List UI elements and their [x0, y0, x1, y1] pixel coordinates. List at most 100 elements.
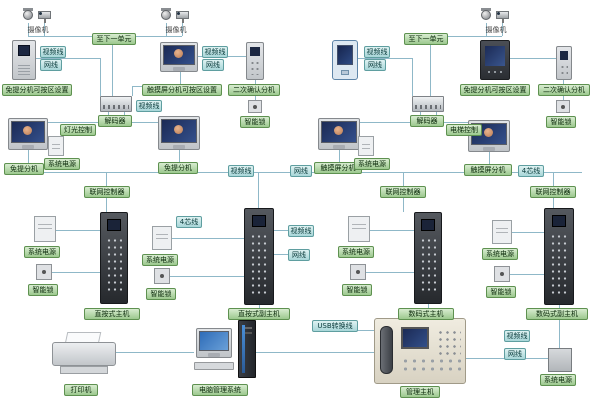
monitor-stand [208, 353, 220, 357]
monitor-stand [333, 145, 345, 149]
video-line-label-2: 视频线 [202, 46, 228, 58]
camera-box-3 [496, 9, 509, 23]
door-station-1 [100, 212, 128, 304]
network-controller-label-1: 联网控制器 [84, 186, 130, 198]
wall-intercom-left [12, 40, 36, 80]
connector-line [274, 230, 288, 231]
monitor-buttons [486, 69, 504, 75]
elevator-control-label: 电梯控制 [446, 124, 482, 136]
camera-lens-icon [497, 12, 500, 15]
extension-screen [560, 51, 568, 60]
monitor-screen [485, 46, 505, 66]
usb-label: USB转换线 [312, 320, 358, 332]
intercom-screen [18, 45, 30, 56]
connector-line [489, 152, 490, 172]
network-controller-label-2: 联网控制器 [380, 186, 426, 198]
power-vents [38, 221, 52, 229]
smart-lock-label-top-right: 智能锁 [546, 116, 576, 128]
keyhole-icon [356, 270, 360, 274]
door-station-label-2: 直按式副主机 [228, 308, 290, 320]
camera-group-label-3: 摄像机 [485, 26, 507, 34]
connector-line [430, 36, 431, 96]
connector-line [403, 196, 404, 212]
hub-ports [415, 105, 441, 109]
monitor-top-left [160, 42, 198, 72]
connector-line [510, 274, 544, 275]
lock-box-2 [154, 268, 170, 284]
speaker-grill-icon [18, 63, 30, 75]
handsfree-monitor-1 [8, 118, 48, 150]
monitor-screen [321, 121, 357, 143]
connector-line [512, 232, 544, 233]
power-vents [352, 221, 366, 229]
door-station-screen [421, 219, 435, 231]
connector-line [436, 122, 468, 123]
power-vents [362, 141, 370, 149]
connector-line [179, 150, 180, 172]
door-station-buttons [420, 237, 436, 293]
connector-line [358, 58, 412, 59]
tower-drive [245, 327, 252, 329]
extension-keypad [560, 64, 568, 75]
dome-camera-icon [161, 10, 171, 20]
connector-line [182, 23, 183, 36]
touch-monitor-1 [318, 118, 360, 150]
monitor-screen [11, 121, 45, 143]
video-line-label-1: 视频线 [40, 46, 66, 58]
door-station-label-1: 直按式主机 [84, 308, 140, 320]
power-box-2 [152, 226, 172, 250]
caller-face [23, 126, 32, 135]
extension-keypad [250, 60, 260, 75]
connector-line [339, 150, 340, 172]
tower-stripe [242, 325, 245, 373]
camera-mount [481, 8, 491, 11]
connector-line [403, 172, 404, 186]
handsfree-label-1: 免提分机 [4, 163, 44, 175]
power-box-4 [492, 220, 512, 244]
connector-line [132, 86, 133, 96]
connector-line [486, 23, 487, 36]
monitor-stand [173, 145, 185, 149]
lock-box-top-right [556, 100, 570, 113]
power-label-4: 系统电源 [482, 248, 518, 260]
door-station-buttons [250, 233, 268, 294]
decoder-label-right: 解码器 [410, 115, 444, 127]
connector-line [170, 276, 244, 277]
lock-box-top-left [248, 100, 262, 113]
video-line-label-bus: 视频线 [228, 165, 254, 177]
dome-camera-icon [23, 10, 33, 20]
camera-mount [161, 8, 171, 11]
console-screen [401, 327, 429, 349]
pc-screen [199, 331, 229, 351]
pc-label: 电脑管理系统 [192, 384, 248, 396]
next-unit-label-left: 至下一单元 [92, 33, 136, 45]
connector-line [256, 352, 374, 353]
net-line-label-2: 网线 [202, 59, 224, 71]
network-controller-label-3: 联网控制器 [530, 186, 576, 198]
net-line-label-bus: 网线 [290, 165, 312, 177]
connector-line [366, 272, 414, 273]
connector-line [124, 122, 158, 123]
monitor-screen [161, 119, 197, 143]
camera-box-2 [176, 9, 189, 23]
camera-lens-icon [39, 12, 42, 15]
four-core-label-ds1: 4芯线 [176, 216, 202, 228]
four-core-label-bus: 4芯线 [518, 165, 544, 177]
power-label-console: 系统电源 [540, 374, 576, 386]
connector-line [112, 36, 113, 96]
monitor-screen [163, 45, 195, 65]
keyhole-icon [42, 270, 46, 274]
box-camera-icon [176, 11, 189, 19]
confirm-ext-label-left: 二次确认分机 [228, 84, 280, 96]
console-keypad [437, 329, 461, 355]
connector-line [44, 23, 45, 36]
printer [52, 332, 116, 378]
camera-group-label-2: 摄像机 [165, 26, 187, 34]
handsfree-monitor-2 [158, 116, 200, 150]
connector-line [258, 172, 259, 208]
printer-body [52, 342, 116, 366]
connector-line [28, 150, 29, 172]
printer-label: 打印机 [64, 384, 98, 396]
portable-monitor-right [332, 40, 358, 80]
